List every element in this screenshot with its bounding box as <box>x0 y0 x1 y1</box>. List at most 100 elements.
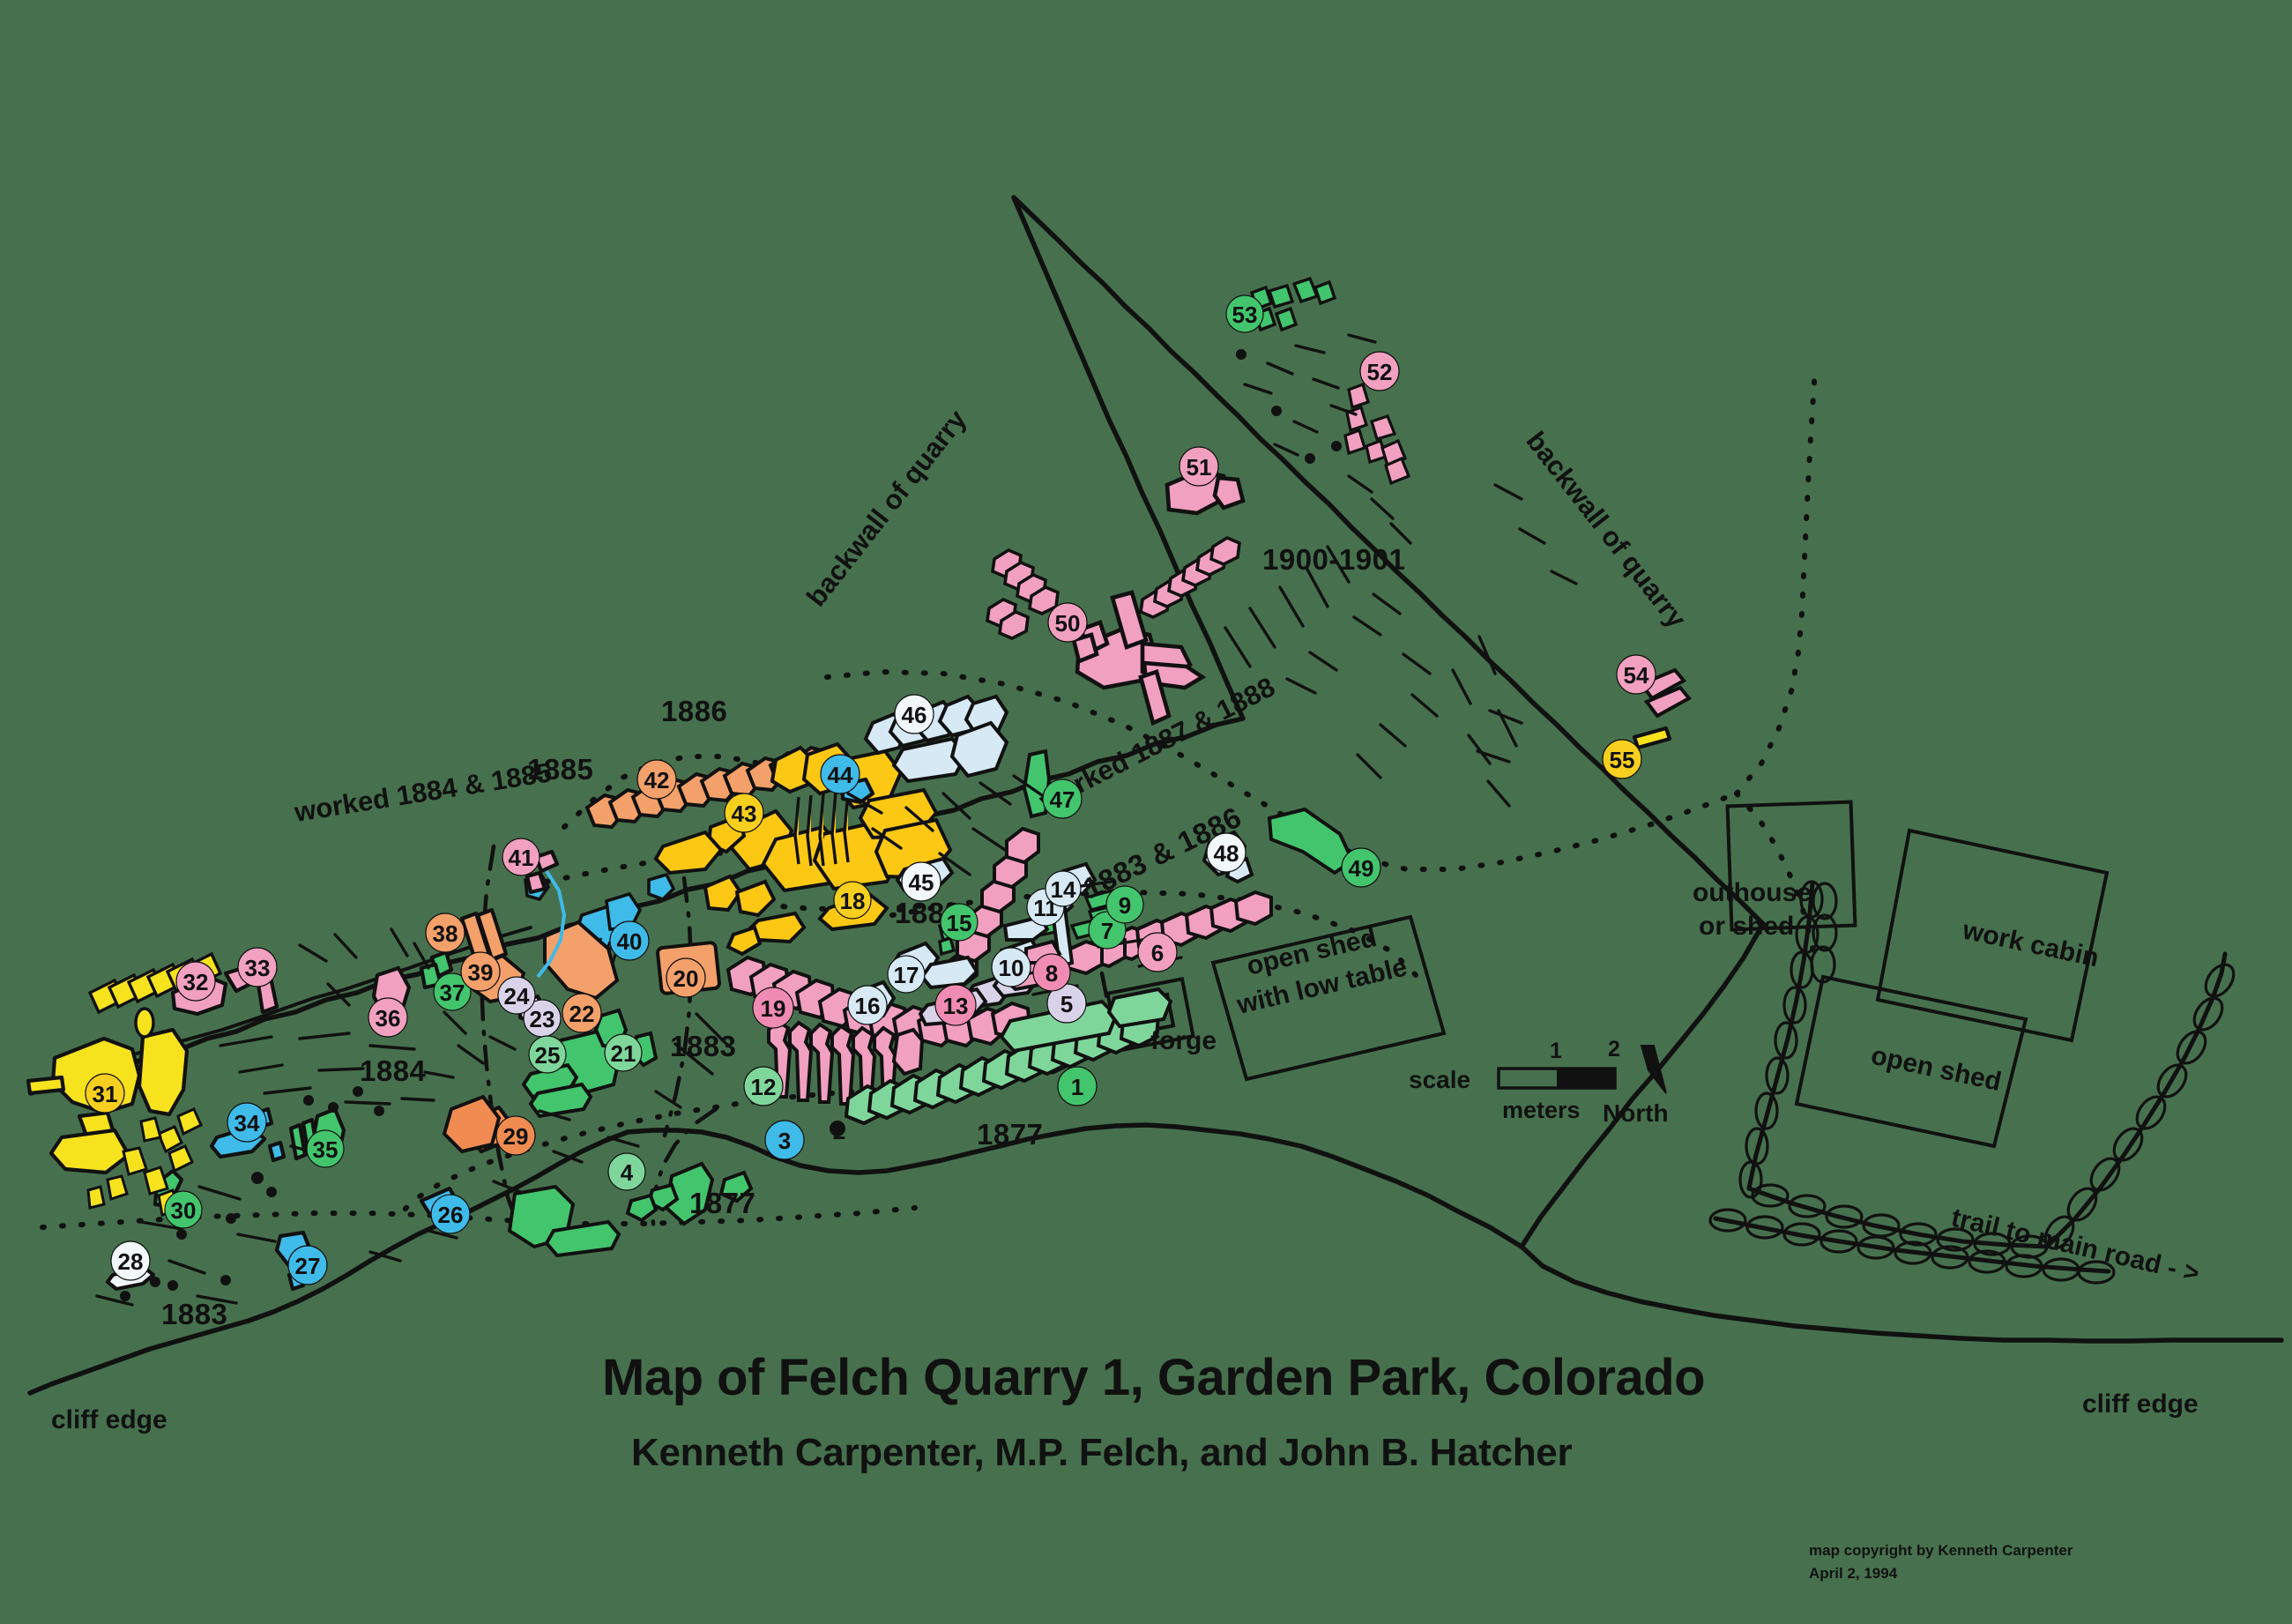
bone-marker-40[interactable]: 40 <box>609 920 650 961</box>
marker-circle <box>85 1073 125 1114</box>
bone-marker-37[interactable]: 37 <box>433 972 472 1011</box>
marker-number: 10 <box>999 955 1024 981</box>
marker-number: 15 <box>947 910 972 936</box>
bone-marker-21[interactable]: 21 <box>604 1033 643 1072</box>
open-shed-rect[interactable] <box>1794 974 2028 1149</box>
marker-number: 23 <box>530 1006 555 1032</box>
bone-marker-48[interactable]: 48 <box>1206 832 1246 873</box>
bone-marker-24[interactable]: 24 <box>497 976 536 1015</box>
marker-circle <box>934 984 977 1026</box>
bone-marker-8[interactable]: 8 <box>1032 953 1071 992</box>
scale-units: meters <box>1502 1097 1581 1123</box>
bone-marker-39[interactable]: 39 <box>460 951 501 992</box>
bone-marker-5[interactable]: 5 <box>1046 983 1087 1024</box>
north-arrow-icon <box>1640 1045 1667 1094</box>
marker-number: 35 <box>313 1136 339 1163</box>
label-year-1884: 1884 <box>360 1054 427 1087</box>
marker-circle <box>833 881 872 920</box>
label-year-1885: 1885 <box>527 753 593 786</box>
label-outhouse-line2: or shed <box>1699 912 1794 941</box>
bone-marker-13[interactable]: 13 <box>934 984 977 1026</box>
bone-marker-32[interactable]: 32 <box>175 961 216 1002</box>
bone-marker-22[interactable]: 22 <box>562 993 602 1033</box>
bone-marker-43[interactable]: 43 <box>724 793 764 833</box>
bone-marker-15[interactable]: 15 <box>940 903 979 942</box>
marker-circle <box>1105 885 1144 924</box>
bone-marker-46[interactable]: 46 <box>894 694 934 734</box>
bone-marker-9[interactable]: 9 <box>1105 885 1144 924</box>
scale-tick-1: 1 <box>1550 1039 1562 1063</box>
bone-marker-14[interactable]: 14 <box>1045 870 1082 907</box>
bone-marker-20[interactable]: 20 <box>666 957 706 998</box>
dashdot-1884-boundary <box>479 844 523 1233</box>
bone-marker-28[interactable]: 28 <box>110 1240 151 1281</box>
bone-group-pink-41 <box>525 849 560 895</box>
bone-marker-18[interactable]: 18 <box>833 881 872 920</box>
bone-marker-17[interactable]: 17 <box>887 955 926 994</box>
label-open-shed: open shed <box>1869 1041 2005 1097</box>
bone-marker-45[interactable]: 45 <box>901 861 941 902</box>
open-shed-low-table-rect[interactable] <box>1210 914 1447 1082</box>
marker-number: 18 <box>840 888 866 914</box>
copyright-line-1: map copyright by Kenneth Carpenter <box>1809 1542 2073 1559</box>
bone-marker-19[interactable]: 19 <box>752 987 794 1029</box>
marker-circle <box>562 993 602 1033</box>
bone-marker-27[interactable]: 27 <box>287 1245 328 1285</box>
bone-marker-12[interactable]: 12 <box>743 1066 784 1106</box>
bone-group-pink-vertebrae-1900 <box>986 535 1241 640</box>
north-label: North <box>1603 1099 1669 1127</box>
bone-marker-2[interactable]: 2 <box>833 1118 845 1144</box>
bone-marker-10[interactable]: 10 <box>991 947 1031 987</box>
marker-circle <box>1206 832 1246 873</box>
marker-circle <box>1045 870 1082 907</box>
bone-marker-1[interactable]: 1 <box>1057 1066 1098 1106</box>
bone-marker-35[interactable]: 35 <box>306 1129 345 1168</box>
bone-marker-4[interactable]: 4 <box>607 1152 646 1191</box>
marker-number: 34 <box>234 1110 260 1136</box>
bone-marker-6[interactable]: 6 <box>1137 932 1178 972</box>
bone-marker-47[interactable]: 47 <box>1042 778 1083 819</box>
marker-number: 53 <box>1232 302 1258 328</box>
bone-group-yellow-55 <box>1632 726 1672 750</box>
marker-number: 20 <box>673 965 699 992</box>
bone-marker-38[interactable]: 38 <box>425 913 465 953</box>
bone-marker-44[interactable]: 44 <box>820 754 860 794</box>
bone-marker-36[interactable]: 36 <box>368 997 408 1038</box>
bone-marker-33[interactable]: 33 <box>237 947 278 987</box>
bone-marker-49[interactable]: 49 <box>1341 847 1381 888</box>
bone-marker-50[interactable]: 50 <box>1047 602 1088 643</box>
bone-marker-54[interactable]: 54 <box>1616 654 1656 695</box>
marker-circle <box>607 1152 646 1191</box>
marker-number: 38 <box>433 920 458 947</box>
bone-marker-41[interactable]: 41 <box>502 838 540 876</box>
marker-circle <box>743 1066 784 1106</box>
marker-number: 25 <box>535 1042 561 1069</box>
bone-marker-29[interactable]: 29 <box>495 1115 536 1156</box>
outhouse-or-shed-rect[interactable] <box>1725 800 1857 932</box>
marker-circle <box>1341 847 1381 888</box>
bone-marker-42[interactable]: 42 <box>636 759 677 800</box>
marker-number: 31 <box>93 1081 118 1107</box>
bone-marker-51[interactable]: 51 <box>1179 446 1219 487</box>
bone-marker-55[interactable]: 55 <box>1602 739 1642 779</box>
marker-number: 16 <box>855 993 881 1019</box>
bone-marker-23[interactable]: 23 <box>523 999 562 1038</box>
bone-marker-25[interactable]: 25 <box>528 1035 567 1074</box>
bone-marker-52[interactable]: 52 <box>1359 351 1400 391</box>
marker-circle <box>1057 1066 1098 1106</box>
bone-marker-34[interactable]: 34 <box>227 1102 267 1143</box>
scale-label: scale <box>1409 1066 1470 1093</box>
bone-marker-31[interactable]: 31 <box>85 1073 125 1114</box>
marker-number: 54 <box>1624 662 1649 689</box>
bone-marker-53[interactable]: 53 <box>1225 294 1264 333</box>
work-cabin-rect[interactable] <box>1875 828 2110 1043</box>
bone-group-pink-dorsals <box>767 1018 925 1106</box>
bone-marker-26[interactable]: 26 <box>430 1194 471 1234</box>
bone-marker-16[interactable]: 16 <box>847 985 888 1025</box>
backwall-right-edge <box>1011 195 1766 927</box>
label-cliff-edge-left: cliff edge <box>51 1405 167 1434</box>
marker-number: 40 <box>617 928 643 955</box>
bone-marker-30[interactable]: 30 <box>164 1190 203 1229</box>
marker-number: 1 <box>1071 1074 1083 1100</box>
bone-marker-3[interactable]: 3 <box>764 1120 805 1160</box>
